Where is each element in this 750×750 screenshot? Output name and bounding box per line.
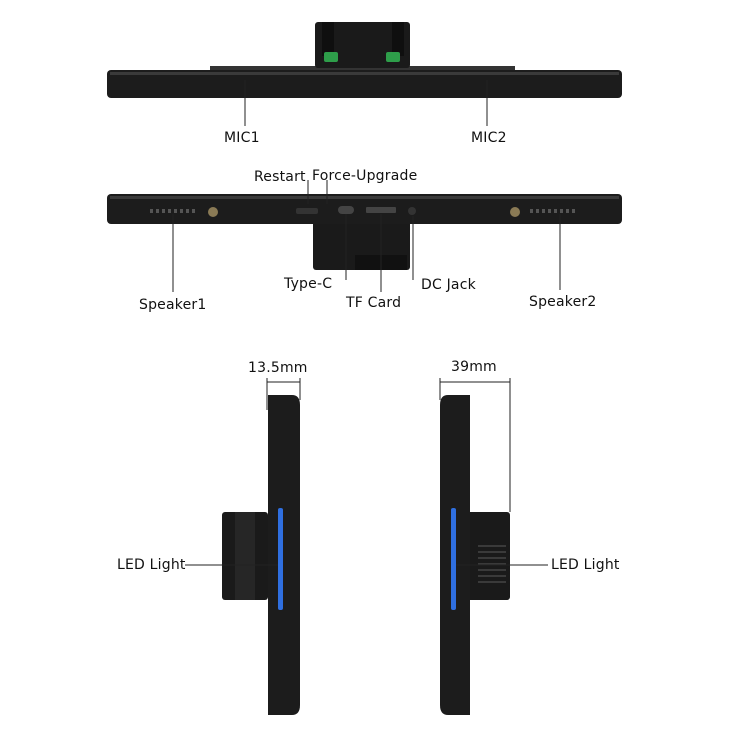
mic2-label: MIC2 (471, 130, 507, 146)
force-upgrade-label: Force-Upgrade (312, 168, 418, 184)
left-thickness-label: 13.5mm (248, 360, 308, 376)
led-light-right-label: LED Light (551, 557, 620, 573)
connector-green-right (386, 52, 400, 62)
speaker1-label: Speaker1 (139, 297, 207, 313)
bottom-view-device (107, 194, 622, 270)
type-c-label: Type-C (284, 276, 333, 292)
bottom-leaders (172, 180, 561, 292)
top-view-device (107, 22, 622, 98)
right-dimension (439, 378, 548, 566)
right-side-device (440, 395, 510, 715)
dc-jack-label: DC Jack (421, 277, 476, 293)
tf-card-label: TF Card (346, 295, 402, 311)
connector-green-left (324, 52, 338, 62)
left-side-device (222, 395, 300, 715)
left-dimension (185, 378, 301, 566)
mic1-label: MIC1 (224, 130, 260, 146)
led-light-left (278, 508, 283, 610)
led-light-left-label: LED Light (117, 557, 186, 573)
restart-label: Restart (254, 169, 306, 185)
led-light-right (451, 508, 456, 610)
right-thickness-label: 39mm (451, 359, 497, 375)
speaker2-label: Speaker2 (529, 294, 597, 310)
